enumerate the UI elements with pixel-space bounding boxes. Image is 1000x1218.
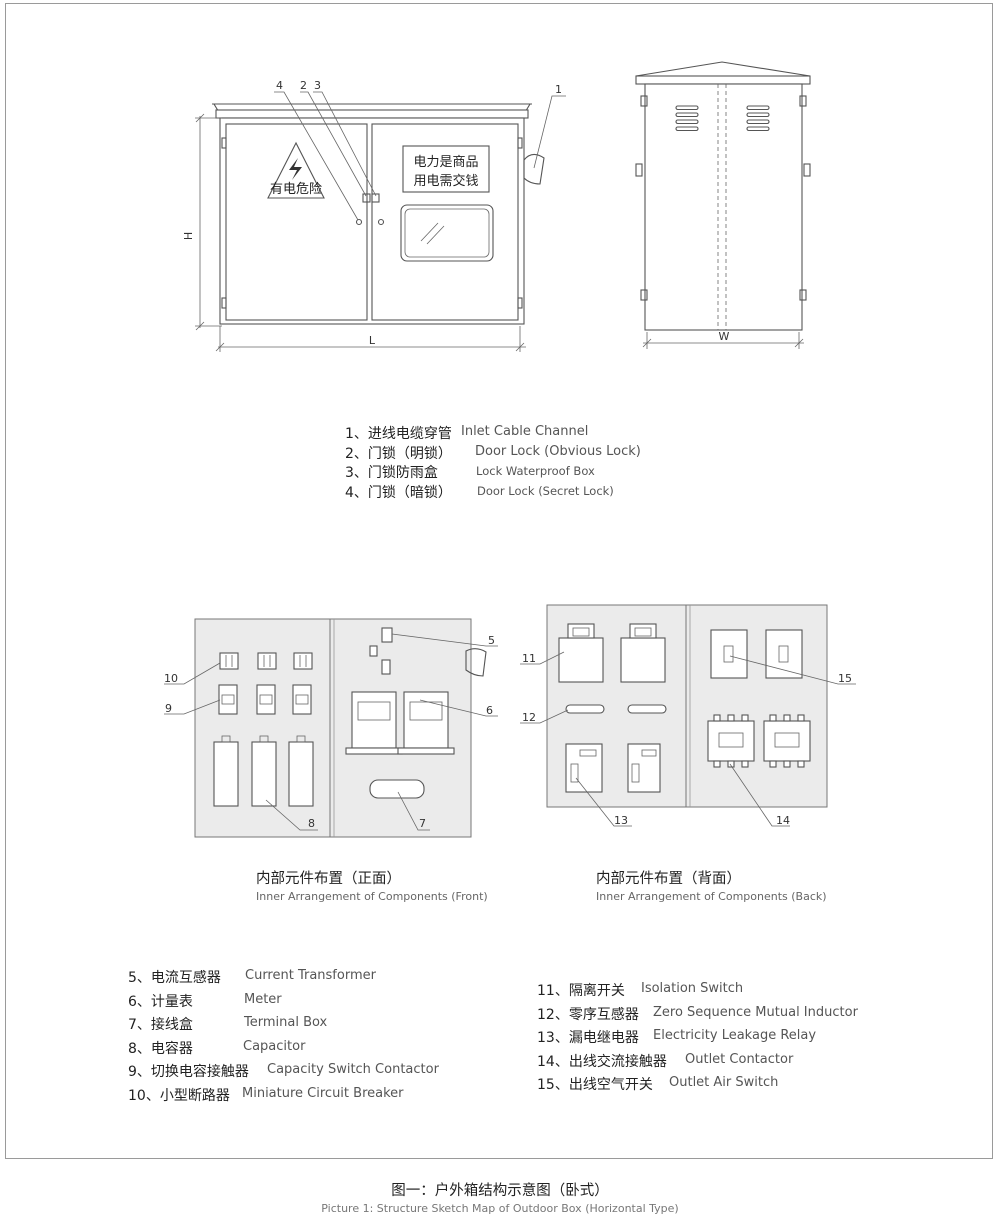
side-vents-right — [746, 105, 770, 132]
legend-item-3: 3、门锁防雨盒 Lock Waterproof Box — [345, 464, 595, 481]
dimension-h: H — [182, 232, 195, 240]
legend-item-7: 7、接线盒 Terminal Box — [128, 1015, 328, 1033]
callout-14: 14 — [776, 814, 790, 827]
terminal-box — [369, 779, 425, 799]
figure-frame — [5, 3, 993, 1159]
outlet-contactors — [707, 714, 811, 768]
legend-item-8: 8、电容器 Capacitor — [128, 1039, 306, 1057]
inner-back-layout: 11 12 13 14 15 — [520, 604, 856, 827]
caption-front-zh: 内部元件布置（正面） — [256, 871, 401, 887]
legend-item-4: 4、门锁（暗锁） Door Lock (Secret Lock) — [345, 484, 614, 501]
notice-line-2: 用电需交钱 — [413, 173, 478, 189]
legend-item-1: 1、进线电缆穿管 Inlet Cable Channel — [345, 424, 589, 442]
callout-15: 15 — [838, 672, 852, 685]
zero-sequence-inductor-1 — [565, 704, 605, 714]
figure-title-en: Picture 1: Structure Sketch Map of Outdo… — [321, 1202, 679, 1215]
front-view-cabinet: 有电危险 电力是商品 用电需交钱 4 2 3 1 H — [182, 79, 566, 352]
capacity-switch-contactors — [218, 684, 312, 715]
callout-1: 1 — [555, 83, 562, 96]
legend-item-9: 9、切换电容接触器 Capacity Switch Contactor — [128, 1062, 439, 1080]
callout-7: 7 — [419, 817, 426, 830]
leakage-relays — [565, 743, 661, 793]
callout-2: 2 — [300, 79, 307, 92]
side-vents-left — [675, 105, 699, 132]
callout-10: 10 — [164, 672, 178, 685]
capacitors — [213, 735, 314, 807]
dimension-w: W — [719, 330, 730, 343]
meters — [345, 691, 455, 755]
legend-item-12: 12、零序互感器 Zero Sequence Mutual Inductor — [537, 1005, 858, 1023]
dimension-l: L — [369, 334, 376, 347]
callout-11: 11 — [522, 652, 536, 665]
current-transformers — [369, 627, 393, 675]
legend-item-11: 11、隔离开关 Isolation Switch — [537, 981, 744, 999]
side-view-cabinet: W — [635, 61, 811, 349]
callout-8: 8 — [308, 817, 315, 830]
warning-sign-text: 有电危险 — [270, 182, 322, 197]
legend-item-10: 10、小型断路器 Miniature Circuit Breaker — [128, 1086, 404, 1104]
outlet-air-switches — [710, 629, 803, 679]
callout-12: 12 — [522, 711, 536, 724]
callout-3: 3 — [314, 79, 321, 92]
legend-item-5: 5、电流互感器 Current Transformer — [128, 968, 376, 986]
callout-4: 4 — [276, 79, 283, 92]
isolation-switches — [558, 623, 666, 683]
figure-title-zh: 图一：户外箱结构示意图（卧式） — [391, 1183, 609, 1199]
legend-item-2: 2、门锁（明锁） Door Lock (Obvious Lock) — [345, 444, 641, 462]
caption-back-en: Inner Arrangement of Components (Back) — [596, 890, 827, 903]
notice-line-1: 电力是商品 — [413, 155, 478, 170]
callout-5: 5 — [488, 634, 495, 647]
caption-front-en: Inner Arrangement of Components (Front) — [256, 890, 488, 903]
legend-item-6: 6、计量表 Meter — [128, 992, 282, 1010]
zero-sequence-inductor-2 — [627, 704, 667, 714]
legend-item-15: 15、出线空气开关 Outlet Air Switch — [537, 1075, 779, 1093]
miniature-circuit-breakers — [219, 652, 313, 670]
caption-back-zh: 内部元件布置（背面） — [596, 871, 741, 887]
callout-9: 9 — [165, 702, 172, 715]
legend-item-14: 14、出线交流接触器 Outlet Contactor — [537, 1052, 794, 1070]
inner-front-layout: 10 9 8 7 6 5 — [164, 618, 498, 838]
legend-item-13: 13、漏电继电器 Electricity Leakage Relay — [537, 1028, 817, 1046]
callout-6: 6 — [486, 704, 493, 717]
callout-13: 13 — [614, 814, 628, 827]
